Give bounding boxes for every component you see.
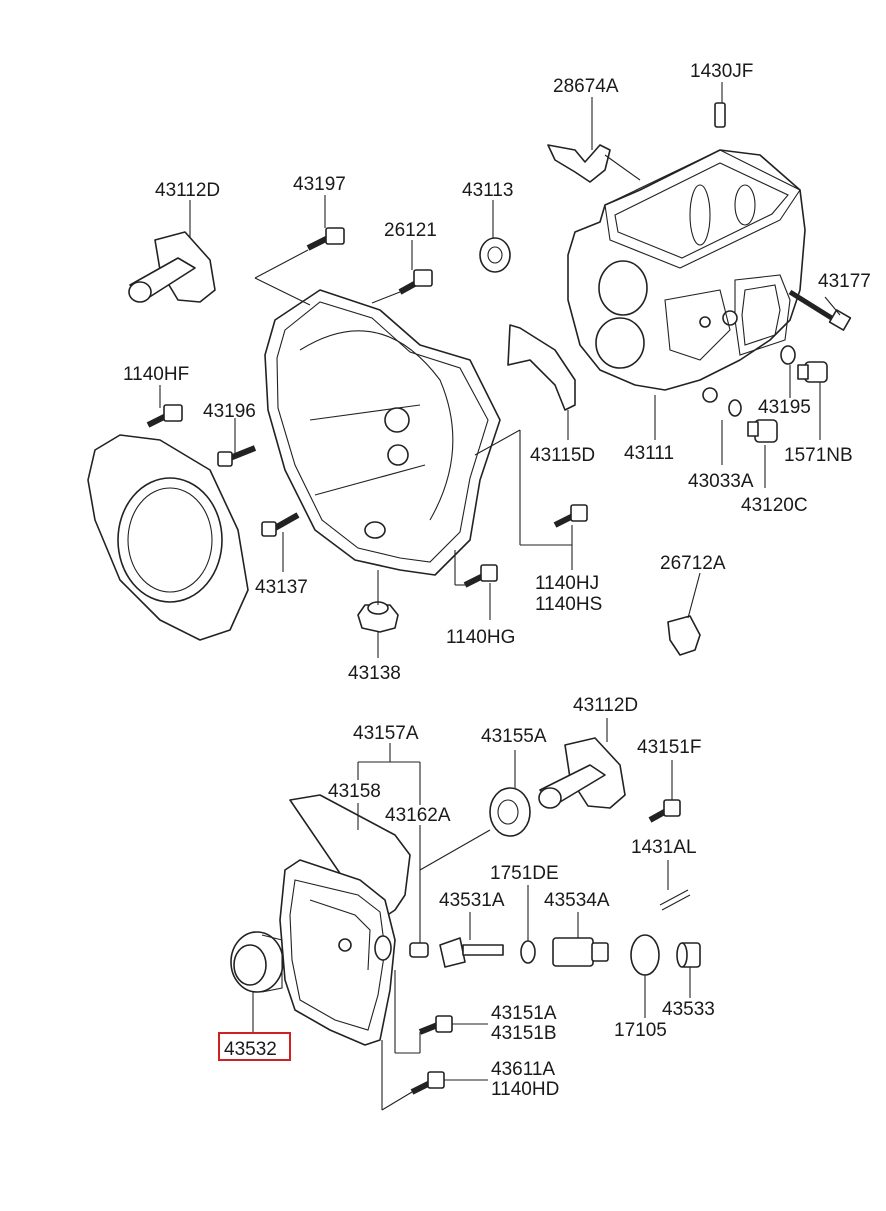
label-1140hd[interactable]: 1140HD: [491, 1079, 559, 1100]
clutch-flange-plate: [87, 434, 249, 641]
label-43611a[interactable]: 43611A: [491, 1059, 555, 1080]
clutch-housing: [264, 289, 501, 576]
label-1571nb[interactable]: 1571NB: [784, 445, 853, 466]
label-43155a[interactable]: 43155A: [481, 726, 547, 747]
label-1140hg[interactable]: 1140HG: [446, 627, 515, 648]
plug-1571nb: [797, 361, 828, 383]
label-26121[interactable]: 26121: [384, 220, 437, 241]
plug-43120c: [747, 419, 778, 443]
label-43033a[interactable]: 43033A: [688, 471, 754, 492]
bushing-43162a: [409, 942, 429, 958]
washer-43195: [780, 345, 796, 365]
label-43151f[interactable]: 43151F: [637, 737, 701, 758]
label-43115d[interactable]: 43115D: [530, 445, 595, 466]
label-1431al[interactable]: 1431AL: [631, 837, 697, 858]
highlight-box-43532: [218, 1032, 291, 1061]
bolt-1140hg: [463, 564, 498, 588]
label-43151a[interactable]: 43151A: [491, 1003, 557, 1024]
label-43531a[interactable]: 43531A: [439, 890, 505, 911]
label-43138[interactable]: 43138: [348, 663, 401, 684]
boot-43138: [357, 601, 399, 633]
label-43533[interactable]: 43533: [662, 999, 715, 1020]
bolt-1140hj: [553, 504, 588, 528]
label-43112d-top[interactable]: 43112D: [155, 180, 220, 201]
label-43137[interactable]: 43137: [255, 577, 308, 598]
bolt-43196: [217, 445, 257, 467]
label-43534a[interactable]: 43534A: [544, 890, 610, 911]
part-labels: 28674A 1430JF 43112D 43197 43113 26121 4…: [123, 61, 871, 1100]
label-43112d-bottom[interactable]: 43112D: [573, 695, 638, 716]
label-43158[interactable]: 43158: [328, 781, 381, 802]
dowel-pin-1430jf: [714, 102, 726, 128]
label-43162a[interactable]: 43162A: [385, 805, 451, 826]
label-1751de[interactable]: 1751DE: [490, 863, 559, 884]
label-43196[interactable]: 43196: [203, 401, 256, 422]
extension-housing: [279, 794, 411, 1046]
label-43120c[interactable]: 43120C: [741, 495, 808, 516]
sleeve-43112d-bottom: [538, 737, 626, 809]
leader-lines-top: [159, 82, 841, 658]
bracket-28674a: [547, 144, 611, 183]
gear-43531a: [439, 937, 504, 968]
label-26712a[interactable]: 26712A: [660, 553, 726, 574]
seal-43155a: [489, 787, 531, 837]
bushing-43533: [676, 942, 701, 968]
label-43532[interactable]: 43532: [224, 1039, 277, 1060]
label-17105[interactable]: 17105: [614, 1020, 667, 1041]
ring-1751de: [520, 940, 536, 964]
label-1140hf[interactable]: 1140HF: [123, 364, 189, 385]
label-43111[interactable]: 43111: [624, 443, 674, 464]
bolt-43177: [788, 289, 852, 331]
label-43157a[interactable]: 43157A: [353, 723, 419, 744]
washer-43033a: [728, 399, 742, 417]
label-1430jf[interactable]: 1430JF: [690, 61, 753, 82]
seal-43113: [479, 237, 511, 273]
bolt-43151f: [648, 799, 681, 823]
bolt-43197: [306, 227, 345, 251]
bolt-26121: [398, 269, 433, 295]
bolt-43137: [261, 512, 300, 537]
bolt-1140hf: [146, 404, 183, 428]
label-1140hs[interactable]: 1140HS: [535, 594, 602, 615]
label-43177[interactable]: 43177: [818, 271, 871, 292]
label-1140hj[interactable]: 1140HJ: [535, 573, 599, 594]
transmission-case: [567, 149, 806, 403]
label-28674a[interactable]: 28674A: [553, 76, 619, 97]
seal-43532: [230, 931, 284, 993]
sleeve-43534a: [552, 937, 609, 967]
leader-lines-bottom: [252, 718, 691, 1111]
label-43151b[interactable]: 43151B: [491, 1023, 557, 1044]
gasket-43115d: [507, 324, 576, 411]
bolt-43611a: [410, 1071, 445, 1095]
bolt-43151a: [418, 1015, 453, 1035]
oring-17105: [630, 934, 660, 976]
sleeve-43112d-top: [128, 231, 216, 303]
label-43195[interactable]: 43195: [758, 397, 811, 418]
label-43113[interactable]: 43113: [462, 180, 513, 201]
clip-26712a: [667, 615, 701, 656]
pin-1431al: [659, 889, 691, 911]
label-43197[interactable]: 43197: [293, 174, 346, 195]
